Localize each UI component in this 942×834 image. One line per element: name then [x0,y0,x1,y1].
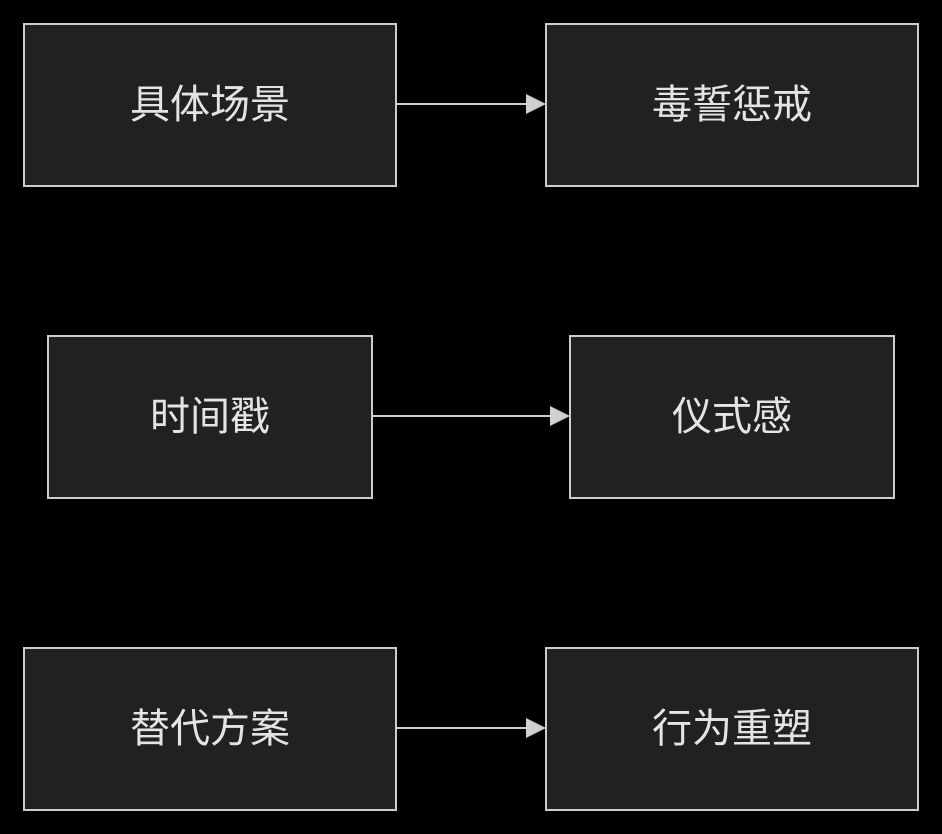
node-box-3-source [23,647,397,811]
node-label-3-target: 行为重塑 [652,706,812,752]
node-box-1-target [545,23,919,187]
node-box-2-target [569,335,895,499]
node-label-3-source: 替代方案 [130,706,290,752]
arrow-head-2 [550,406,570,426]
arrow-head-1 [526,94,546,114]
node-box-1-source [23,23,397,187]
flow-row-3: 替代方案 行为重塑 [23,647,919,811]
flow-row-1: 具体场景 毒誓惩戒 [23,23,919,187]
node-box-2-source [47,335,373,499]
node-box-3-target [545,647,919,811]
flow-row-2: 时间戳 仪式感 [47,335,895,499]
node-label-1-source: 具体场景 [130,82,290,128]
node-label-2-source: 时间戳 [150,394,270,440]
node-label-1-target: 毒誓惩戒 [652,82,812,128]
arrow-head-3 [526,718,546,738]
node-label-2-target: 仪式感 [672,394,792,440]
